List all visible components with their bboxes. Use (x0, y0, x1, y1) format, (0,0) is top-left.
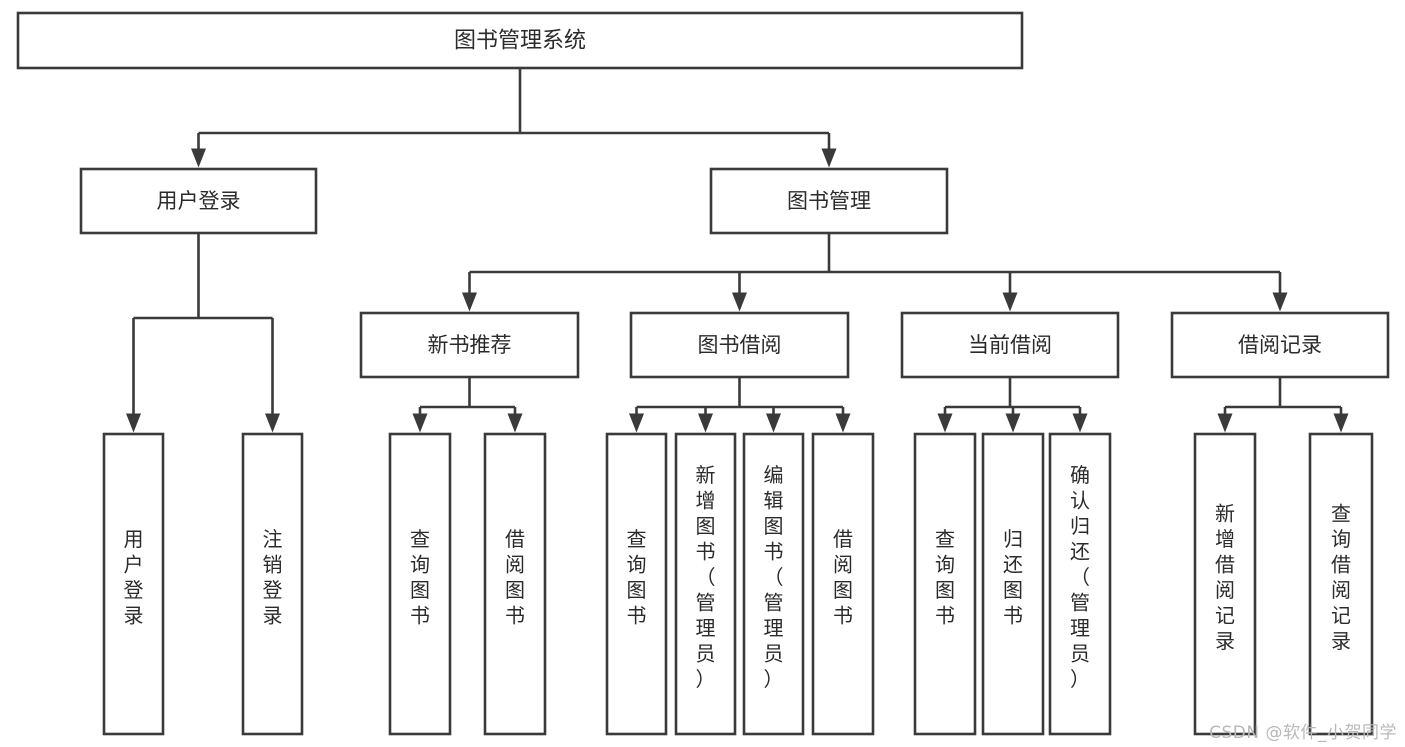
node-leaf-新增图书管理员[interactable]: 新增图书（管理员） (674, 432, 737, 736)
node-leaf-借阅图书[interactable]: 借阅图书 (811, 432, 875, 736)
node-box[interactable] (359, 311, 580, 379)
node-lv3-借阅记录[interactable]: 借阅记录 (1170, 311, 1390, 379)
node-leaf-确认归还管理员[interactable]: 确认归还（管理员） (1048, 432, 1112, 736)
node-label: 确认归还（管理员） (1070, 463, 1090, 691)
node-label: 当前借阅 (968, 333, 1052, 357)
node-label: 用户登录 (124, 527, 144, 628)
node-leaf-查询图书[interactable]: 查询图书 (388, 432, 452, 736)
node-lv3-图书借阅[interactable]: 图书借阅 (629, 311, 850, 379)
node-label: 编辑图书（管理员） (764, 463, 784, 691)
arrow-head-icon (766, 413, 781, 433)
node-label: 图书借阅 (698, 333, 782, 357)
node-label: 借阅记录 (1238, 333, 1322, 357)
node-label: 查询借阅记录 (1331, 501, 1351, 653)
node-lv2-图书管理[interactable]: 图书管理 (709, 167, 949, 235)
node-label: 用户登录 (157, 189, 241, 213)
node-lv2-用户登录[interactable]: 用户登录 (79, 167, 318, 235)
node-box[interactable] (483, 432, 547, 736)
arrow-head-icon (1072, 413, 1088, 433)
arrow-head-icon (507, 413, 523, 433)
node-leaf-查询图书[interactable]: 查询图书 (913, 432, 977, 736)
node-box[interactable] (900, 311, 1120, 379)
arrow-head-icon (835, 413, 851, 433)
node-label: 新增借阅记录 (1215, 501, 1235, 653)
arrow-head-icon (732, 292, 747, 312)
node-label: 新书推荐 (428, 333, 512, 357)
node-leaf-用户登录[interactable]: 用户登录 (102, 432, 165, 736)
node-leaf-新增借阅记录[interactable]: 新增借阅记录 (1193, 432, 1257, 736)
watermark-label: CSDN @软件_小贺同学 (1209, 723, 1397, 743)
node-label: 新增图书（管理员） (696, 463, 716, 691)
node-label: 图书管理系统 (454, 29, 586, 54)
node-box[interactable] (981, 432, 1045, 736)
arrow-head-icon (1333, 413, 1349, 433)
arrow-head-icon (126, 413, 141, 433)
node-leaf-归还图书[interactable]: 归还图书 (981, 432, 1045, 736)
node-label: 图书管理 (787, 189, 871, 213)
arrow-head-icon (698, 413, 713, 433)
node-box[interactable] (102, 432, 165, 736)
node-leaf-编辑图书管理员[interactable]: 编辑图书（管理员） (742, 432, 805, 736)
arrow-head-icon (629, 413, 644, 433)
node-label: 归还图书 (1003, 527, 1023, 628)
node-label: 查询图书 (935, 527, 955, 628)
connector-layer (126, 68, 1349, 433)
arrow-head-icon (462, 292, 477, 312)
arrow-head-icon (1217, 413, 1233, 433)
node-box[interactable] (1193, 432, 1257, 736)
node-layer: 图书管理系统用户登录图书管理新书推荐图书借阅当前借阅借阅记录用户登录注销登录查询… (16, 11, 1390, 736)
arrow-head-icon (821, 148, 837, 168)
node-box[interactable] (241, 432, 304, 736)
node-box[interactable] (742, 432, 805, 736)
node-lv1-图书管理系统[interactable]: 图书管理系统 (16, 11, 1024, 70)
node-box[interactable] (16, 11, 1024, 70)
node-lv3-当前借阅[interactable]: 当前借阅 (900, 311, 1120, 379)
node-box[interactable] (811, 432, 875, 736)
node-box[interactable] (709, 167, 949, 235)
node-label: 注销登录 (263, 527, 283, 628)
node-label: 借阅图书 (833, 527, 853, 628)
node-leaf-借阅图书[interactable]: 借阅图书 (483, 432, 547, 736)
arrow-head-icon (1005, 413, 1021, 433)
node-box[interactable] (629, 311, 850, 379)
arrow-head-icon (1002, 292, 1018, 312)
node-leaf-查询图书[interactable]: 查询图书 (605, 432, 668, 736)
node-box[interactable] (388, 432, 452, 736)
node-box[interactable] (1170, 311, 1390, 379)
node-leaf-查询借阅记录[interactable]: 查询借阅记录 (1308, 432, 1374, 736)
node-box[interactable] (605, 432, 668, 736)
arrow-head-icon (191, 148, 206, 168)
arrow-head-icon (265, 413, 280, 433)
node-box[interactable] (1048, 432, 1112, 736)
node-lv3-新书推荐[interactable]: 新书推荐 (359, 311, 580, 379)
arrow-head-icon (1272, 292, 1288, 312)
node-box[interactable] (674, 432, 737, 736)
node-label: 查询图书 (410, 527, 430, 628)
node-box[interactable] (913, 432, 977, 736)
arrow-head-icon (937, 413, 953, 433)
node-label: 借阅图书 (505, 527, 525, 628)
node-label: 查询图书 (627, 527, 647, 628)
arrow-head-icon (412, 413, 428, 433)
node-box[interactable] (1308, 432, 1374, 736)
node-box[interactable] (79, 167, 318, 235)
node-leaf-注销登录[interactable]: 注销登录 (241, 432, 304, 736)
